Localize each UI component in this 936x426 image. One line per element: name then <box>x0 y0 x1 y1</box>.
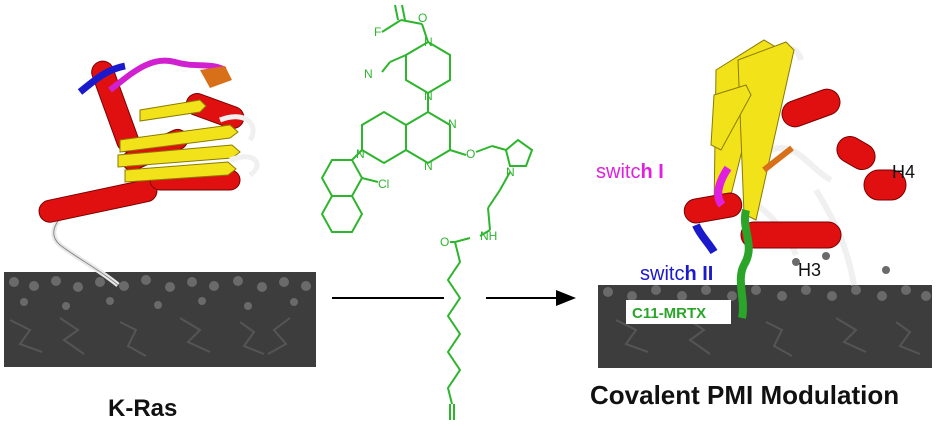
molecule-panel: F O N N N N N N O N NH O Cl <box>320 0 600 421</box>
atom-n-tetrahydro: N <box>356 147 365 161</box>
atom-n-pip-top: N <box>424 35 433 49</box>
atom-o-ether: O <box>466 147 475 161</box>
atom-n-pyrimidine-2: N <box>424 159 433 173</box>
atom-f: F <box>374 25 381 39</box>
kras-switch2-loop <box>77 62 126 95</box>
membrane-right <box>598 285 932 368</box>
atom-cl: Cl <box>378 177 389 191</box>
atom-nh-amide: NH <box>480 229 497 243</box>
kras-sheets <box>117 99 241 183</box>
atom-o-amide: O <box>440 235 449 249</box>
membrane-lipid-heads-right <box>603 252 931 301</box>
pmi-helices <box>683 88 907 249</box>
label-h4: H4 <box>892 162 915 182</box>
kras-orange-element <box>200 66 232 88</box>
atom-n-nitrile: N <box>364 67 373 81</box>
membrane-lipid-tails-left <box>9 317 291 357</box>
ligand-label-box <box>626 300 731 324</box>
label-switch2: switch II <box>640 263 713 285</box>
kras-structure-illustration <box>4 57 316 367</box>
membrane-lipid-heads-left <box>9 275 311 310</box>
pmi-sheets <box>710 39 795 221</box>
covalent-pmi-structure: switch I switch II H3 H4 C11-MRTX <box>596 39 932 368</box>
ligand-density <box>736 209 753 319</box>
kras-caption: K-Ras <box>108 395 178 422</box>
pmi-panel: switch I switch II H3 H4 C11-MRTX Covale… <box>590 0 936 421</box>
label-ligand: C11-MRTX <box>632 305 706 322</box>
atom-n-pyrrolidine: N <box>506 165 515 179</box>
pmi-orange-element <box>762 145 794 173</box>
pmi-switch2-loop <box>692 223 718 255</box>
atom-n-pyrimidine-1: N <box>448 117 457 131</box>
reaction-arrow-head <box>556 290 576 306</box>
label-h3: H3 <box>798 260 821 280</box>
kras-panel: K-Ras <box>0 0 320 422</box>
c11-mrtx-structure: F O N N N N N N O N NH O Cl <box>320 4 576 420</box>
atom-o-carbonyl: O <box>418 11 427 25</box>
kras-white-loops <box>219 114 260 178</box>
label-switch1: switch I <box>596 161 664 183</box>
kras-switch1-loop <box>108 57 227 93</box>
pmi-switch1-loop <box>714 165 732 208</box>
atom-n-pip-bottom: N <box>424 89 433 103</box>
pmi-caption: Covalent PMI Modulation <box>590 380 900 410</box>
